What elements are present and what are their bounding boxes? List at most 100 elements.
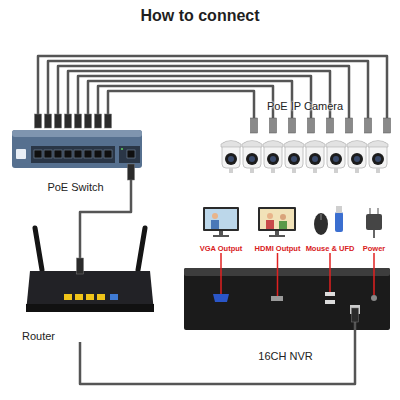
device-label: PoE IP Camera: [215, 100, 395, 112]
poe-switch: PoE Switch: [8, 128, 143, 193]
usb-port: [325, 292, 335, 296]
label-group: Router: [22, 330, 155, 342]
rj45-plug: [65, 114, 72, 128]
nvr: 16CH NVR: [178, 262, 393, 362]
screen-figure: [280, 214, 286, 220]
monitor-screen: [205, 209, 237, 229]
mouse-usb-output: Mouse & UFD: [305, 205, 355, 253]
switch-port: [94, 150, 102, 158]
switch-port: [44, 150, 52, 158]
vga-port: [213, 294, 229, 302]
switch-port: [104, 150, 112, 158]
rj45-plug: [85, 114, 92, 128]
hdmi-output: HDMI Output: [250, 205, 305, 253]
bullet-camera: [326, 141, 346, 174]
switch-uplink-panel: [119, 146, 140, 163]
rj45-plug: [45, 114, 52, 128]
usb-drive: [335, 212, 343, 232]
vga-output: VGA Output: [195, 205, 247, 253]
monitor-stand: [275, 231, 279, 235]
power-port: [371, 295, 377, 301]
rj45-plug: [128, 164, 135, 180]
output-lead: [373, 253, 375, 262]
screen-figure: [279, 221, 287, 229]
output-lead: [329, 253, 331, 262]
usb-connector: [336, 206, 342, 213]
label-group: Mouse & UFD: [305, 244, 355, 253]
nvr-output-leads: [221, 262, 374, 296]
switch-port: [34, 150, 42, 158]
router-wan-port: [110, 294, 118, 300]
adapter-cord: [373, 230, 375, 238]
rj45-plug: [327, 118, 334, 133]
bullet-camera: [368, 141, 388, 174]
rj45-plug: [77, 258, 84, 274]
diagram-title: How to connect: [0, 7, 400, 25]
bullet-camera: [263, 141, 283, 174]
screen-figure: [267, 213, 273, 219]
hdmi-monitor: [258, 207, 296, 237]
switch-logo: [16, 149, 26, 159]
monitor-screen: [260, 209, 294, 229]
adapter-body: [366, 214, 382, 230]
rj45-plug: [95, 114, 102, 128]
label-group: Power: [355, 244, 393, 253]
uplink-plug: [128, 164, 135, 193]
switch-port: [54, 150, 62, 158]
cable-end: [354, 320, 357, 362]
switch-uplink-port: [127, 150, 135, 158]
bullet-camera: [284, 141, 304, 174]
device-label: Power: [355, 244, 393, 253]
screen-figure: [212, 213, 218, 219]
ethernet-cable: [80, 342, 355, 384]
label-group: PoE Switch: [8, 181, 143, 193]
device-label: 16CH NVR: [178, 350, 393, 362]
rj45-plug: [270, 118, 277, 133]
rj45-plug: [35, 114, 42, 128]
switch-port: [84, 150, 92, 158]
nvr-top: [184, 268, 390, 276]
device-label: Mouse & UFD: [305, 244, 355, 253]
monitor-frame: [258, 207, 296, 231]
rj45-plug: [308, 118, 315, 133]
router-plug: [77, 258, 84, 274]
rj45-plug: [55, 114, 62, 128]
hdmi-port: [271, 296, 283, 301]
switch-port-panel: [31, 146, 115, 163]
usb-port: [325, 300, 335, 304]
ethernet-cable: [80, 193, 131, 262]
router-front: [26, 304, 154, 312]
monitor-base: [269, 235, 285, 237]
router: Router: [20, 262, 155, 342]
output-lead: [329, 262, 331, 292]
router-lan-port: [86, 294, 94, 300]
cable-end: [130, 180, 133, 193]
rj45-plug: [384, 118, 391, 133]
device-label: PoE Switch: [8, 181, 143, 193]
device-label: VGA Output: [195, 244, 247, 253]
screen-figure: [266, 220, 274, 229]
camera-row: [221, 141, 388, 174]
router-illustration: [26, 228, 154, 312]
adapter-prong: [377, 208, 379, 214]
output-lead: [220, 262, 222, 294]
switch-body: [12, 130, 142, 168]
router-lan-port: [75, 294, 83, 300]
device-label: Router: [22, 330, 155, 342]
camera-group: PoE IP Camera: [215, 100, 395, 178]
monitor-stand: [219, 231, 223, 235]
router-body: [26, 271, 154, 312]
output-lead: [277, 253, 279, 262]
switch-port: [64, 150, 72, 158]
rj45-plug: [365, 118, 372, 133]
router-lan-port: [97, 294, 105, 300]
monitor-base: [213, 235, 229, 237]
power-input: Power: [355, 205, 393, 253]
nvr-lan-plug: [352, 308, 359, 362]
router-antenna: [35, 228, 42, 270]
nvr-illustration: [184, 268, 390, 330]
output-lead: [373, 262, 375, 295]
